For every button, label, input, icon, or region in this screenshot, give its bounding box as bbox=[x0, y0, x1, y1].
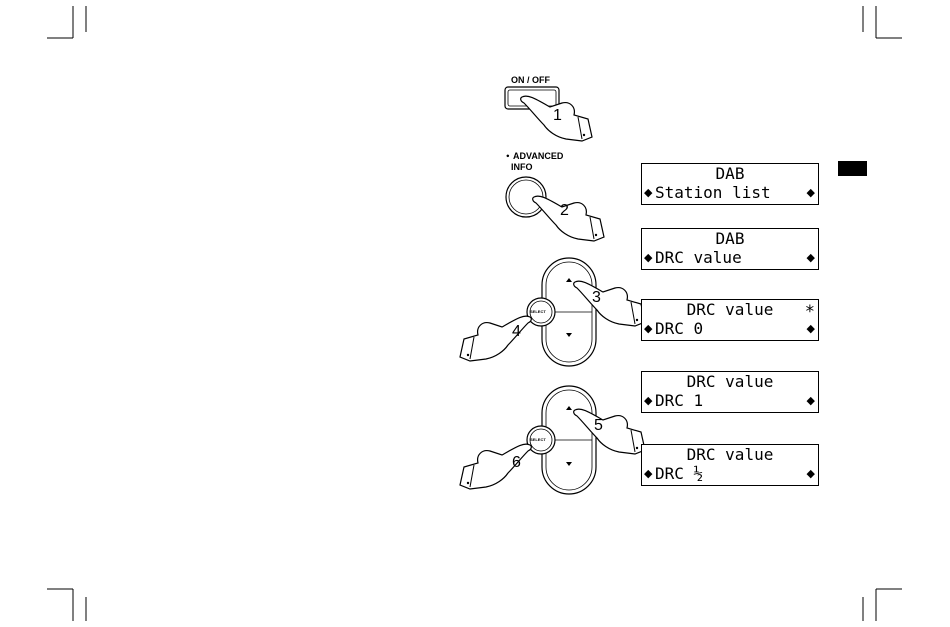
arrow-left-icon: ◆ bbox=[644, 323, 652, 335]
lcd-line-1: DRC value bbox=[642, 446, 818, 464]
arrow-right-icon: ◆ bbox=[807, 323, 815, 335]
lcd-line-2: DRC value bbox=[655, 249, 742, 267]
lcd-display: DRC value ◆ DRC 1 ◆ bbox=[641, 371, 819, 413]
lcd-line-1: DAB bbox=[642, 165, 818, 183]
arrow-left-icon: ◆ bbox=[644, 468, 652, 480]
lcd-line-2: DRC 1 bbox=[655, 392, 703, 410]
arrow-left-icon: ◆ bbox=[644, 395, 652, 407]
step-number: 4 bbox=[512, 324, 521, 340]
step-number: 6 bbox=[512, 455, 521, 471]
lcd-display: DRC value * ◆ DRC 0 ◆ bbox=[641, 299, 819, 341]
info-label: INFO bbox=[511, 162, 533, 172]
lcd-display: DRC value ◆ DRC ½ ◆ bbox=[641, 444, 819, 486]
bullet-icon: ● bbox=[506, 151, 510, 161]
arrow-left-icon: ◆ bbox=[644, 252, 652, 264]
arrow-right-icon: ◆ bbox=[807, 395, 815, 407]
step-number: 2 bbox=[560, 203, 569, 219]
lcd-line-2: DRC ½ bbox=[655, 465, 703, 483]
lcd-line-1: DAB bbox=[642, 230, 818, 248]
lcd-line-2: DRC 0 bbox=[655, 320, 703, 338]
section-tab bbox=[838, 161, 867, 176]
lcd-display: DAB ◆ DRC value ◆ bbox=[641, 228, 819, 270]
select-label: SELECT bbox=[530, 309, 546, 314]
lcd-line-1: DRC value bbox=[642, 301, 818, 319]
lcd-display: DAB ◆ Station list ◆ bbox=[641, 163, 819, 205]
step-number: 5 bbox=[594, 418, 603, 434]
lcd-line-2: Station list bbox=[655, 184, 771, 202]
arrow-right-icon: ◆ bbox=[807, 252, 815, 264]
arrow-right-icon: ◆ bbox=[807, 187, 815, 199]
step-number: 1 bbox=[553, 108, 562, 124]
selected-star-icon: * bbox=[805, 303, 815, 321]
on-off-label: ON / OFF bbox=[511, 75, 550, 85]
arrow-left-icon: ◆ bbox=[644, 187, 652, 199]
lcd-line-1: DRC value bbox=[642, 373, 818, 391]
arrow-right-icon: ◆ bbox=[807, 468, 815, 480]
advanced-label: ADVANCED bbox=[513, 151, 563, 161]
step-number: 3 bbox=[592, 290, 601, 306]
select-label: SELECT bbox=[530, 437, 546, 442]
